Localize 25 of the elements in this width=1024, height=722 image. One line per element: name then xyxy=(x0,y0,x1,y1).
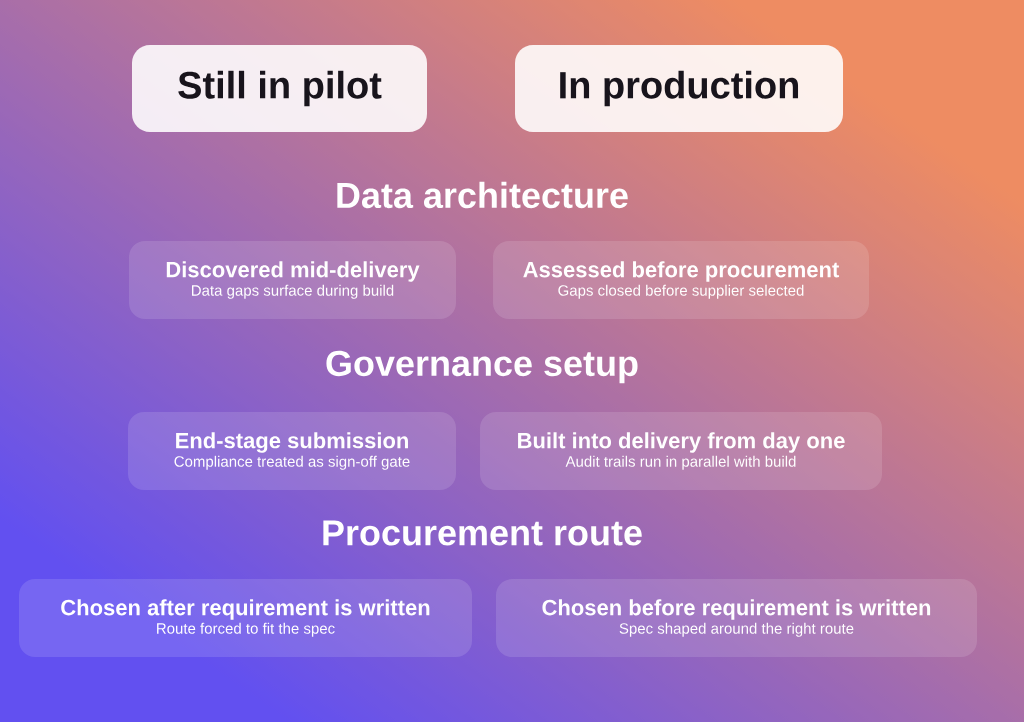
section-heading: Governance setup xyxy=(326,350,638,384)
card xyxy=(19,579,472,657)
card-title: Discovered mid-delivery xyxy=(166,261,420,282)
section-heading: Data architecture xyxy=(337,181,628,209)
card-subtitle: Compliance treated as sign-off gate xyxy=(174,455,410,470)
card-title: Built into delivery from day one xyxy=(518,432,845,453)
card xyxy=(496,579,977,657)
card-title: Chosen before requirement is written xyxy=(542,599,931,620)
card-subtitle: Route forced to fit the spec xyxy=(157,622,335,637)
heading-text: Still in pilot xyxy=(178,70,382,107)
card-subtitle: Audit trails run in parallel with build xyxy=(565,455,796,470)
card-title: Chosen after requirement is written xyxy=(61,599,430,620)
card xyxy=(493,241,869,319)
header-box xyxy=(132,45,427,132)
card xyxy=(480,412,882,490)
card-subtitle: Spec shaped around the right route xyxy=(619,622,854,637)
card-title: End-stage submission xyxy=(176,432,408,453)
section-heading: Procurement route xyxy=(323,520,642,546)
card-title: Assessed before procurement xyxy=(523,261,840,282)
card-subtitle: Gaps closed before supplier selected xyxy=(558,284,804,299)
heading-text: In production xyxy=(560,70,799,107)
card xyxy=(128,412,456,490)
card-subtitle: Data gaps surface during build xyxy=(192,284,394,299)
card xyxy=(129,241,456,319)
header-box xyxy=(515,45,843,132)
